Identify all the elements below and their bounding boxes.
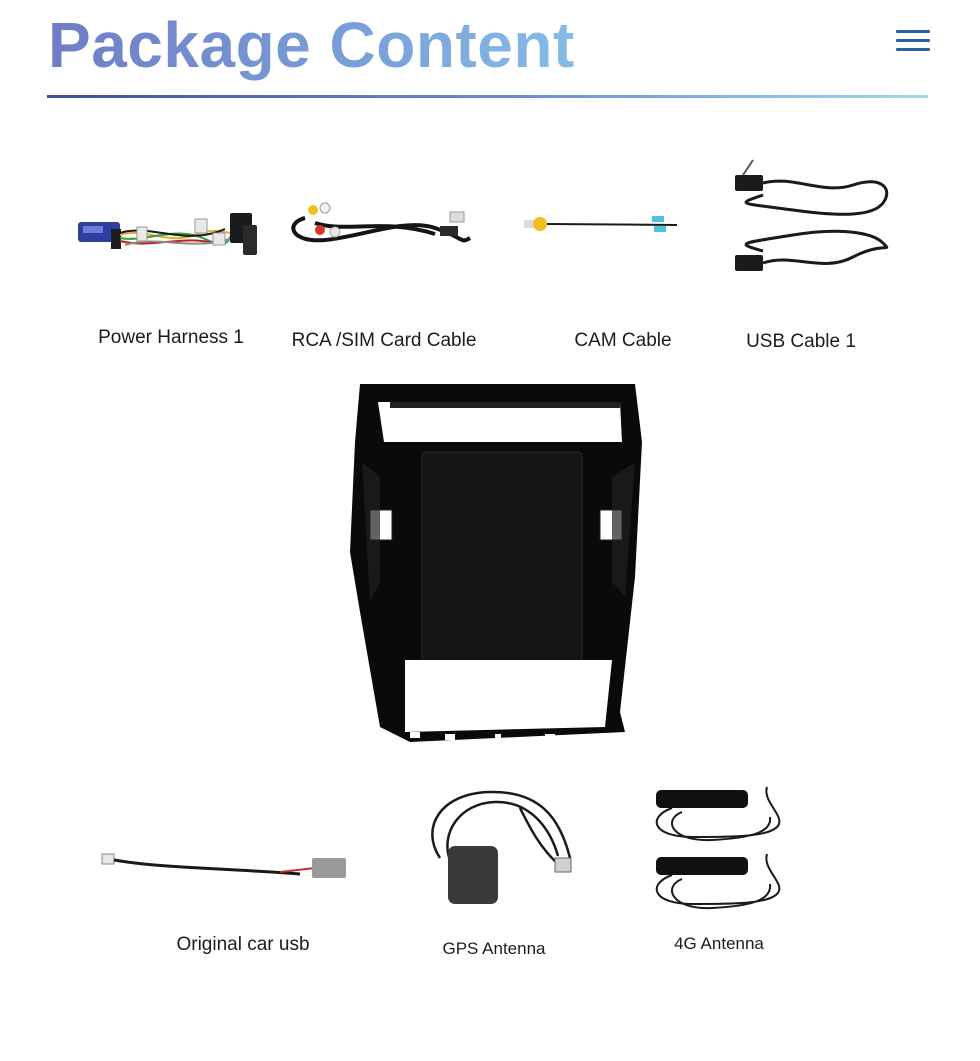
rca-sim-cable-image [291, 202, 472, 243]
hamburger-menu-icon[interactable] [896, 30, 930, 56]
original-car-usb-label: Original car usb [176, 934, 310, 955]
4g-antenna-image [655, 786, 781, 910]
cam-cable-image [524, 216, 678, 232]
power-harness-image [78, 213, 257, 255]
4g-antenna-label: 4G Antenna [674, 934, 764, 953]
gps-antenna-label: GPS Antenna [442, 939, 546, 958]
usb-cable-label: USB Cable 1 [746, 331, 856, 352]
rca-sim-cable-label: RCA /SIM Card Cable [291, 330, 477, 351]
original-car-usb-image [101, 853, 346, 878]
head-unit-frame-image [350, 384, 642, 742]
page-title: Package Content [48, 6, 575, 84]
usb-cable-image [735, 159, 889, 271]
gps-antenna-image [431, 790, 572, 904]
power-harness-label: Power Harness 1 [98, 327, 244, 348]
cam-cable-label: CAM Cable [574, 330, 672, 351]
title-divider [47, 95, 928, 98]
